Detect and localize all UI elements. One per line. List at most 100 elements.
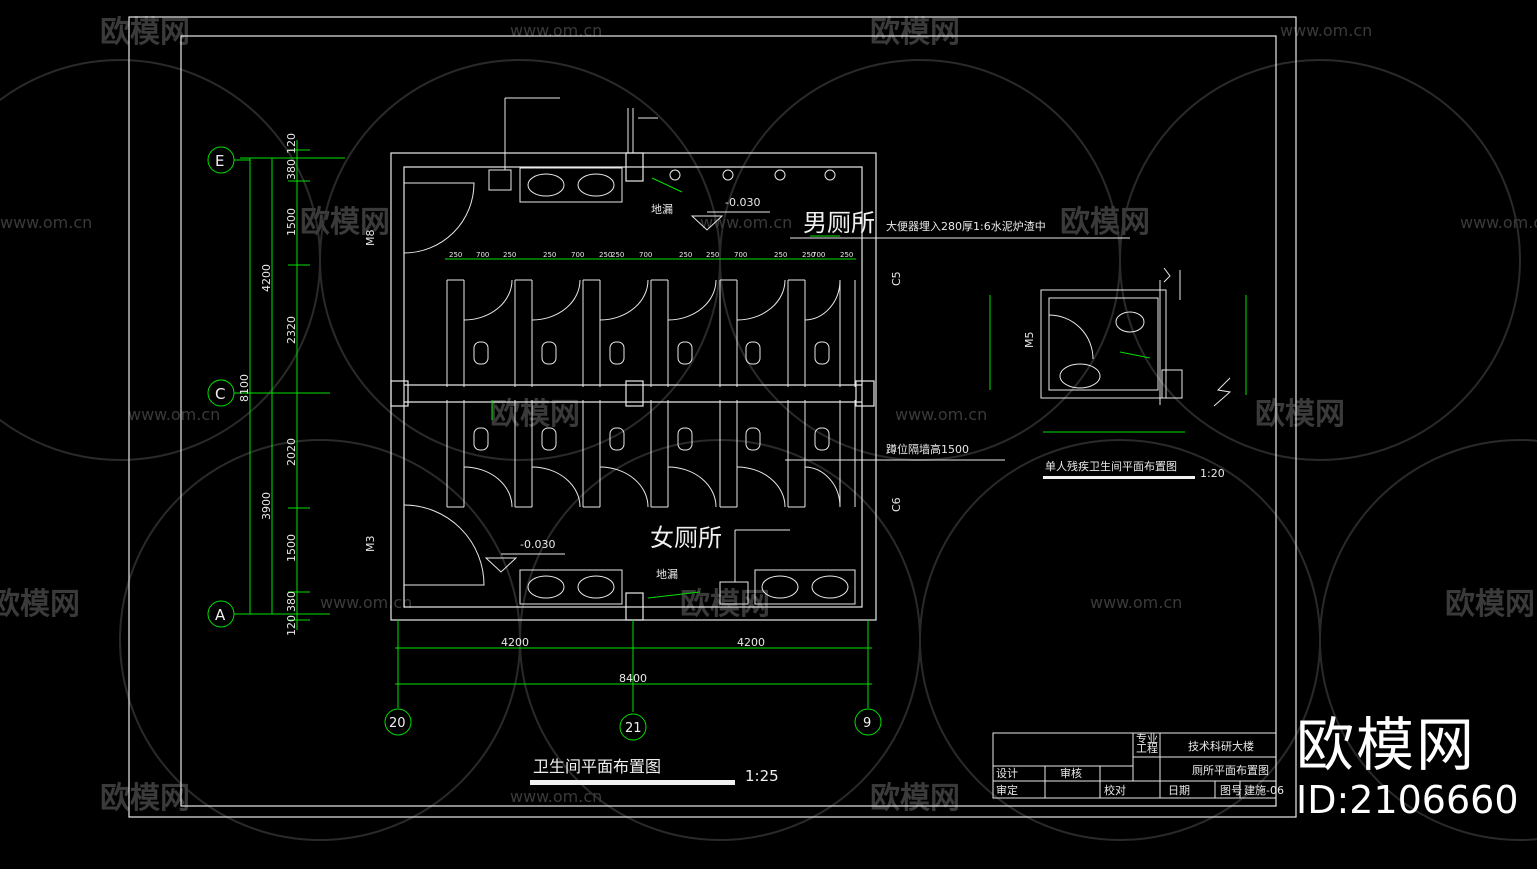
drain-label-top: 地漏 [651,203,673,216]
axis-c: C [215,385,225,403]
watermark-logo: 欧模网 [100,781,190,816]
note-partition-height: 蹲位隔墙高1500 [886,442,969,456]
top-dim-value: 250 [706,251,719,259]
top-dim-value: 700 [571,251,584,259]
dim-seg-8: 120 [285,615,298,636]
watermark-url: www.om.cn [1280,21,1372,40]
tb-cell-major: 专业 [1136,731,1158,745]
bottom-dimensions: 4200 4200 8400 20 21 9 [384,620,882,741]
female-stalls [446,400,856,508]
axis-9: 9 [863,716,871,731]
watermark-url: www.om.cn [510,21,602,40]
watermark-url: www.om.cn [0,213,92,232]
top-dim-value: 250 [774,251,787,259]
dim-lower-block: 3900 [260,492,273,520]
plan-title: 卫生间平面布置图 [533,757,661,776]
tb-cell-approve: 审定 [996,783,1018,797]
door-tag-m5: M5 [1023,332,1036,349]
drain-label-bottom: 地漏 [656,568,678,581]
window-tag-c5: C5 [890,271,903,286]
detail-scale: 1:20 [1200,467,1225,480]
tb-cell-design: 设计 [996,767,1018,780]
dim-seg-2: 380 [285,159,298,180]
dim-seg-6: 1500 [285,534,298,562]
dim-seg-1: 120 [285,133,298,154]
wash-basins-top [488,167,836,203]
tb-cell-drawno: 图号 [1220,784,1242,797]
top-dim-value: 250 [840,251,853,259]
tb-cell-drawno-value: 建施-06 [1244,783,1284,797]
top-dim-value: 700 [639,251,652,259]
top-dim-value: 250 [611,251,624,259]
brand-id: ID:2106660 [1296,778,1519,822]
watermark-logo: 欧模网 [1255,397,1345,432]
top-dim-value: 700 [734,251,747,259]
watermark-url: www.om.cn [895,405,987,424]
watermark-url: www.om.cn [320,593,412,612]
brand-logo: 欧模网 [1296,711,1477,779]
dim-seg-5: 2020 [285,438,298,466]
dim-bottom-right: 4200 [737,636,765,649]
watermark-logo: 欧模网 [870,15,960,50]
brand-watermark: 欧模网 ID:2106660 [1296,712,1519,822]
squat-toilets [473,341,830,451]
top-dim-value: 250 [802,251,815,259]
dim-upper-block: 4200 [260,264,273,292]
sheet-border [128,16,1297,818]
watermark-logo: 欧模网 [1060,205,1150,240]
male-stalls [446,279,856,387]
dim-seg-7: 380 [285,591,298,612]
plan-scale: 1:25 [745,767,779,785]
level-top: -0.030 [725,196,760,209]
axis-21: 21 [625,721,642,736]
top-dim-value: 700 [812,251,825,259]
top-dim-value: 250 [449,251,462,259]
watermark-url: www.om.cn [700,213,792,232]
window-tag-c6: C6 [890,497,903,512]
note-squat-embed: 大便器埋入280厚1:6水泥炉渣中 [886,219,1046,233]
title-block: 技术科研大楼 厕所平面布置图 设计 审核 专业 工程 图号 日期 建施-06 审… [992,731,1284,799]
dim-bottom-total: 8400 [619,672,647,685]
watermark-logo: 欧模网 [100,15,190,50]
top-dim-value: 250 [503,251,516,259]
watermark-logo: 欧模网 [490,397,580,432]
left-dimensions: E C A 8100 4200 3900 120 380 1500 2320 2… [207,133,345,636]
top-dim-value: 250 [599,251,612,259]
watermark-logo: 欧模网 [300,205,390,240]
watermark-logo: 欧模网 [870,781,960,816]
watermark-logo: 欧模网 [1445,587,1535,622]
dim-total-height: 8100 [238,374,251,402]
main-plan: 男厕所 女厕所 -0.030 -0.030 大便器埋入280厚1:6水泥炉渣中 … [364,97,1130,621]
wash-basins-bottom [519,569,856,605]
watermark-logo: 欧模网 [0,587,80,622]
door-tag-m8: M8 [364,230,377,247]
title-project: 技术科研大楼 [1188,739,1254,753]
tb-cell-check: 校对 [1104,783,1126,797]
male-toilet-label: 男厕所 [803,209,875,237]
dim-seg-4: 2320 [285,316,298,344]
detail-title: 单人残疾卫生间平面布置图 [1045,459,1177,473]
watermark-arcs [0,59,1537,841]
watermark-url: www.om.cn [1090,593,1182,612]
title-drawing-name: 厕所平面布置图 [1192,764,1269,777]
axis-20: 20 [389,716,406,731]
axis-a: A [215,606,226,624]
plan-title-block: 卫生间平面布置图 1:25 [530,757,779,785]
tb-cell-date: 日期 [1168,784,1190,797]
watermark-url: www.om.cn [1460,213,1537,232]
watermark-url: www.om.cn [510,787,602,806]
dim-seg-3: 1500 [285,208,298,236]
tb-cell-review: 审核 [1060,766,1082,780]
dim-bottom-left: 4200 [501,636,529,649]
top-dim-value: 250 [679,251,692,259]
watermark-logos: 欧模网 www.om.cn 欧模网 www.om.cn www.om.cn 欧模… [0,15,1537,816]
axis-e: E [215,152,224,170]
tb-cell-project: 工程 [1136,742,1158,755]
detail-plan: M5 单人残疾卫生间平面布置图 1:20 [989,267,1247,480]
door-tag-m3: M3 [364,536,377,553]
top-dim-value: 250 [543,251,556,259]
watermark-url: www.om.cn [128,405,220,424]
level-bottom: -0.030 [520,538,555,551]
